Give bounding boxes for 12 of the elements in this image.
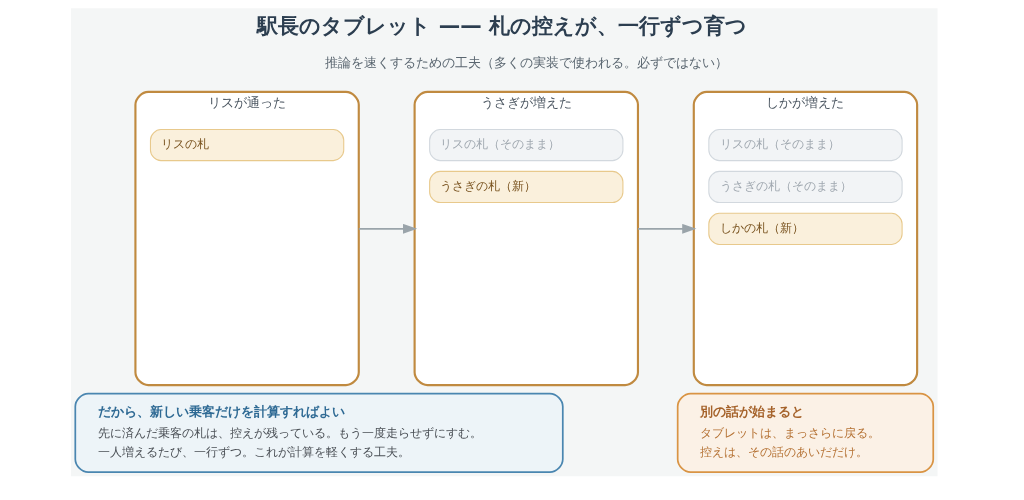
node-box: リスの札（そのまま） [429, 129, 624, 162]
node-box: だから、新しい乗客だけを計算すればよい 先に済んだ乗客の札は、控えが残っている。もう一度走らせずにすむ。 一人増えるたび、一行ずつ。これが計算を軽くする工夫。 [74, 392, 564, 473]
node-box: うさぎの札（そのまま） [708, 170, 903, 204]
diagram-title: 駅長のタブレット —— 札の控えが、一行ずつ育つ [257, 12, 748, 38]
arrow [357, 223, 418, 234]
label: 推論を速くするための工夫（多くの実装で使われる。必ずではない） [324, 55, 728, 71]
arrow [637, 223, 697, 234]
node-box: リスの札（そのまま） [708, 129, 903, 162]
node-box: リスの札 [149, 129, 345, 162]
node-box: うさぎの札（新） [429, 170, 624, 204]
node-box: しかの札（新） [708, 212, 903, 245]
node-box: 別の話が始まると タブレットは、まっさらに戻る。 控えは、その話のあいだだけ。 [676, 392, 935, 473]
